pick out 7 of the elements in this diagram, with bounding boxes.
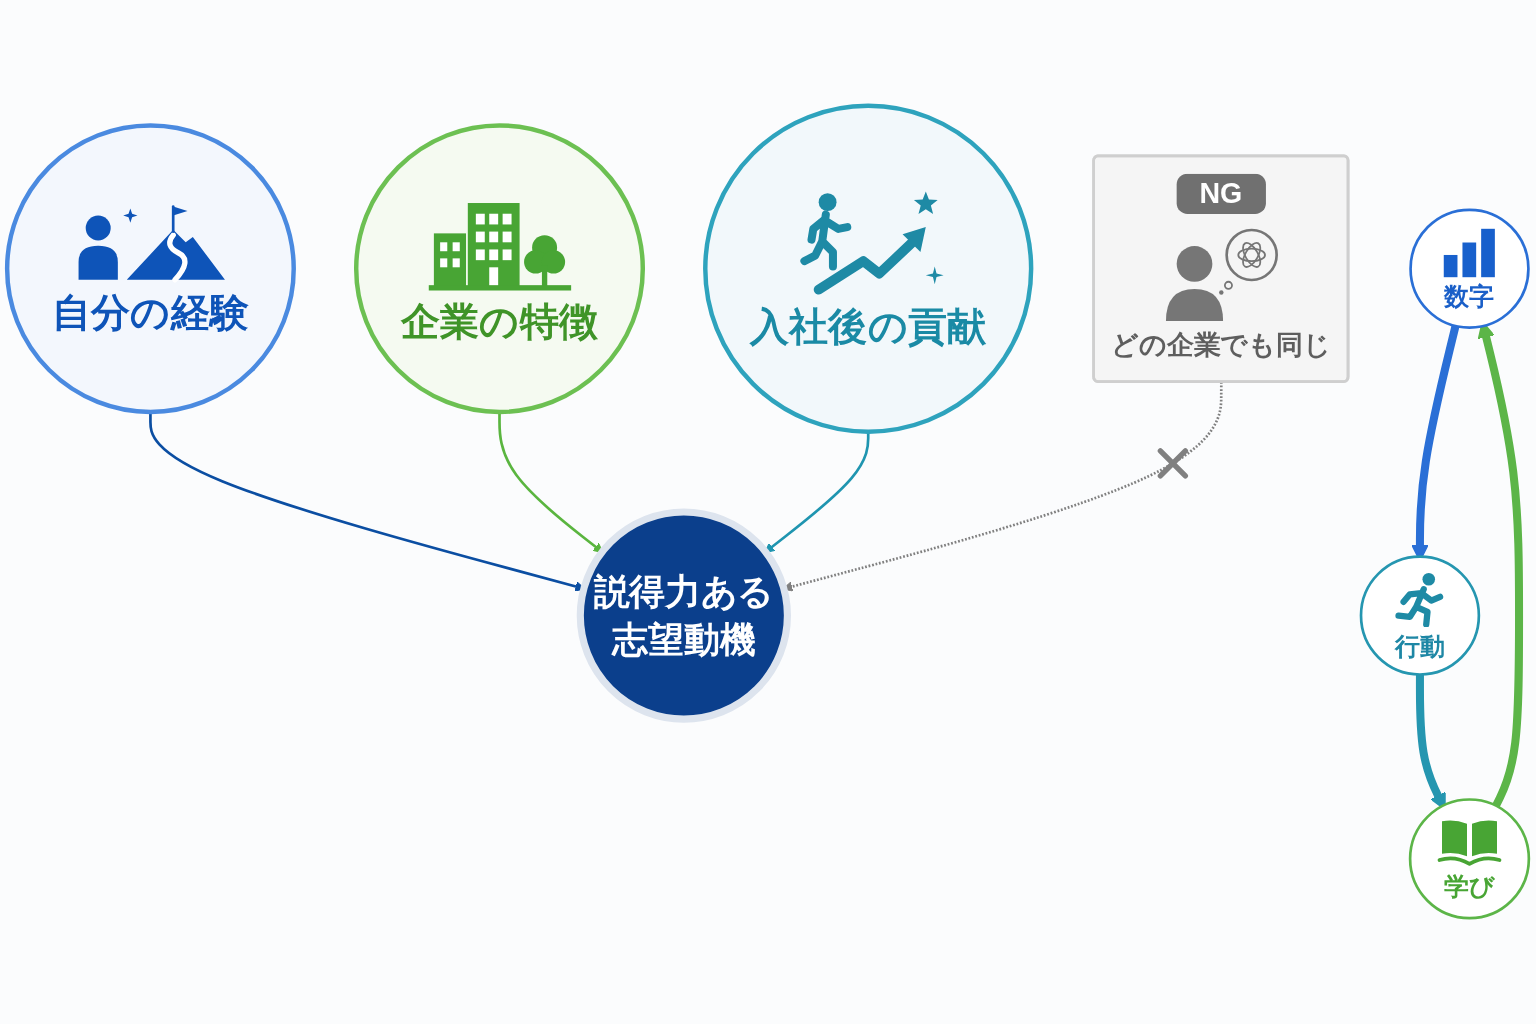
node-circle: 学び xyxy=(1408,798,1531,920)
node-circle: 説得力ある志望動機 xyxy=(576,508,791,723)
node-circle: 行動 xyxy=(1359,555,1481,676)
node-circle: 入社後の貢献 xyxy=(703,103,1034,434)
node-circle: 数字 xyxy=(1409,208,1530,329)
node-circle: 自分の経験 xyxy=(4,123,296,415)
node-circle: 企業の特徴 xyxy=(353,123,645,415)
